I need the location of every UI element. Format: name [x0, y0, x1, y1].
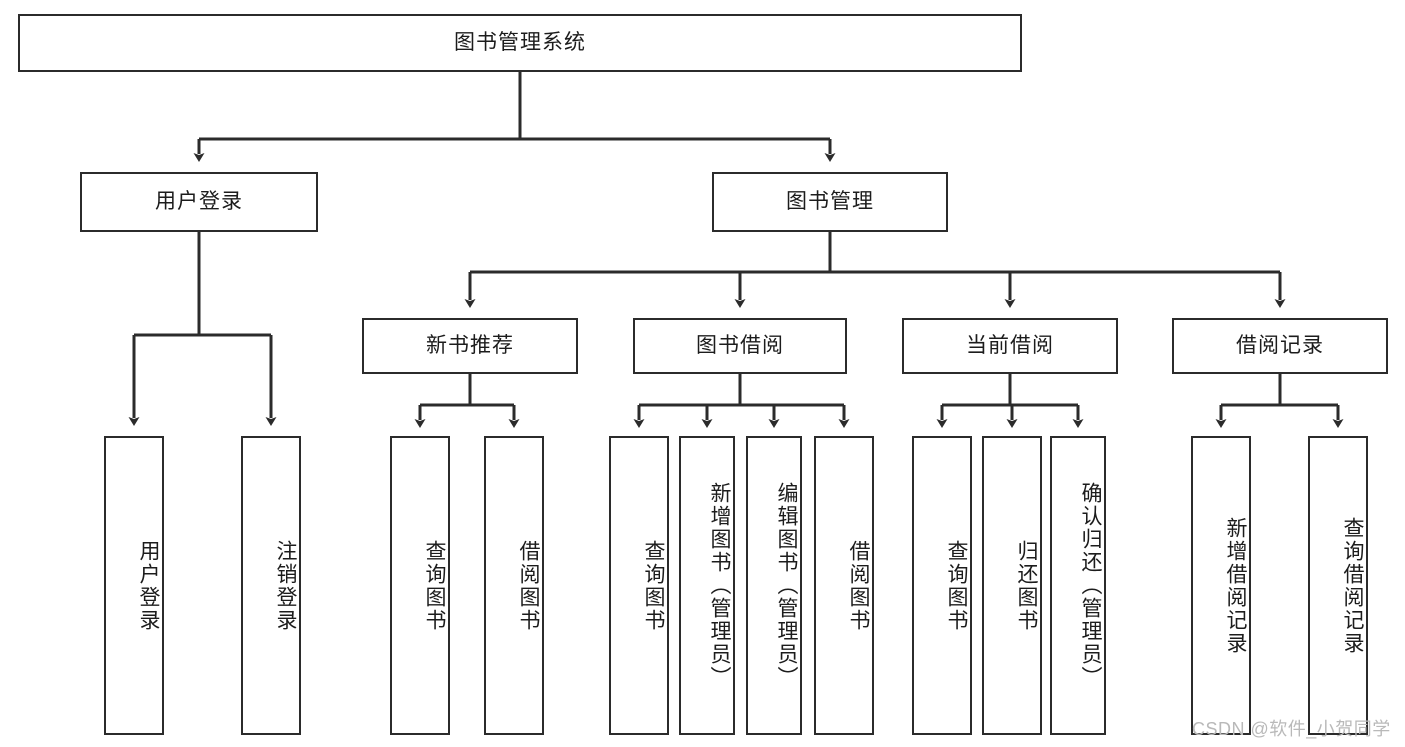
leaf-label: 查询图书: [642, 539, 665, 632]
node-new-book-recommend[interactable]: 新书推荐: [362, 318, 578, 374]
leaf-label: 用户登录: [137, 539, 160, 632]
leaf-logout[interactable]: 注销登录: [241, 436, 301, 735]
leaf-user-login[interactable]: 用户登录: [104, 436, 164, 735]
node-user-login[interactable]: 用户登录: [80, 172, 318, 232]
leaf-label: 查询图书: [423, 539, 446, 632]
leaf-label: 归还图书: [1015, 539, 1038, 632]
leaf-query-borrow-record[interactable]: 查询借阅记录: [1308, 436, 1368, 735]
leaf-borrow-book-2[interactable]: 借阅图书: [814, 436, 874, 735]
leaf-add-book-admin[interactable]: 新增图书（管理员）: [679, 436, 735, 735]
leaf-label: 注销登录: [274, 539, 297, 632]
leaf-label: 编辑图书（管理员）: [775, 482, 798, 689]
leaf-query-book-2[interactable]: 查询图书: [609, 436, 669, 735]
leaf-query-book-3[interactable]: 查询图书: [912, 436, 972, 735]
leaf-label: 借阅图书: [517, 539, 540, 632]
node-book-borrow[interactable]: 图书借阅: [633, 318, 847, 374]
leaf-label: 新增借阅记录: [1224, 516, 1247, 655]
leaf-add-borrow-record[interactable]: 新增借阅记录: [1191, 436, 1251, 735]
leaf-edit-book-admin[interactable]: 编辑图书（管理员）: [746, 436, 802, 735]
leaf-label: 查询借阅记录: [1341, 516, 1364, 655]
csdn-watermark: CSDN @软件_小贺同学: [1192, 719, 1391, 739]
node-root-system[interactable]: 图书管理系统: [18, 14, 1022, 72]
node-book-manage[interactable]: 图书管理: [712, 172, 948, 232]
leaf-query-book-1[interactable]: 查询图书: [390, 436, 450, 735]
leaf-borrow-book-1[interactable]: 借阅图书: [484, 436, 544, 735]
leaf-return-book[interactable]: 归还图书: [982, 436, 1042, 735]
node-current-borrow[interactable]: 当前借阅: [902, 318, 1118, 374]
leaf-confirm-return-admin[interactable]: 确认归还（管理员）: [1050, 436, 1106, 735]
leaf-label: 新增图书（管理员）: [708, 482, 731, 689]
leaf-label: 查询图书: [945, 539, 968, 632]
node-borrow-record[interactable]: 借阅记录: [1172, 318, 1388, 374]
leaf-label: 确认归还（管理员）: [1079, 482, 1102, 689]
leaf-label: 借阅图书: [847, 539, 870, 632]
